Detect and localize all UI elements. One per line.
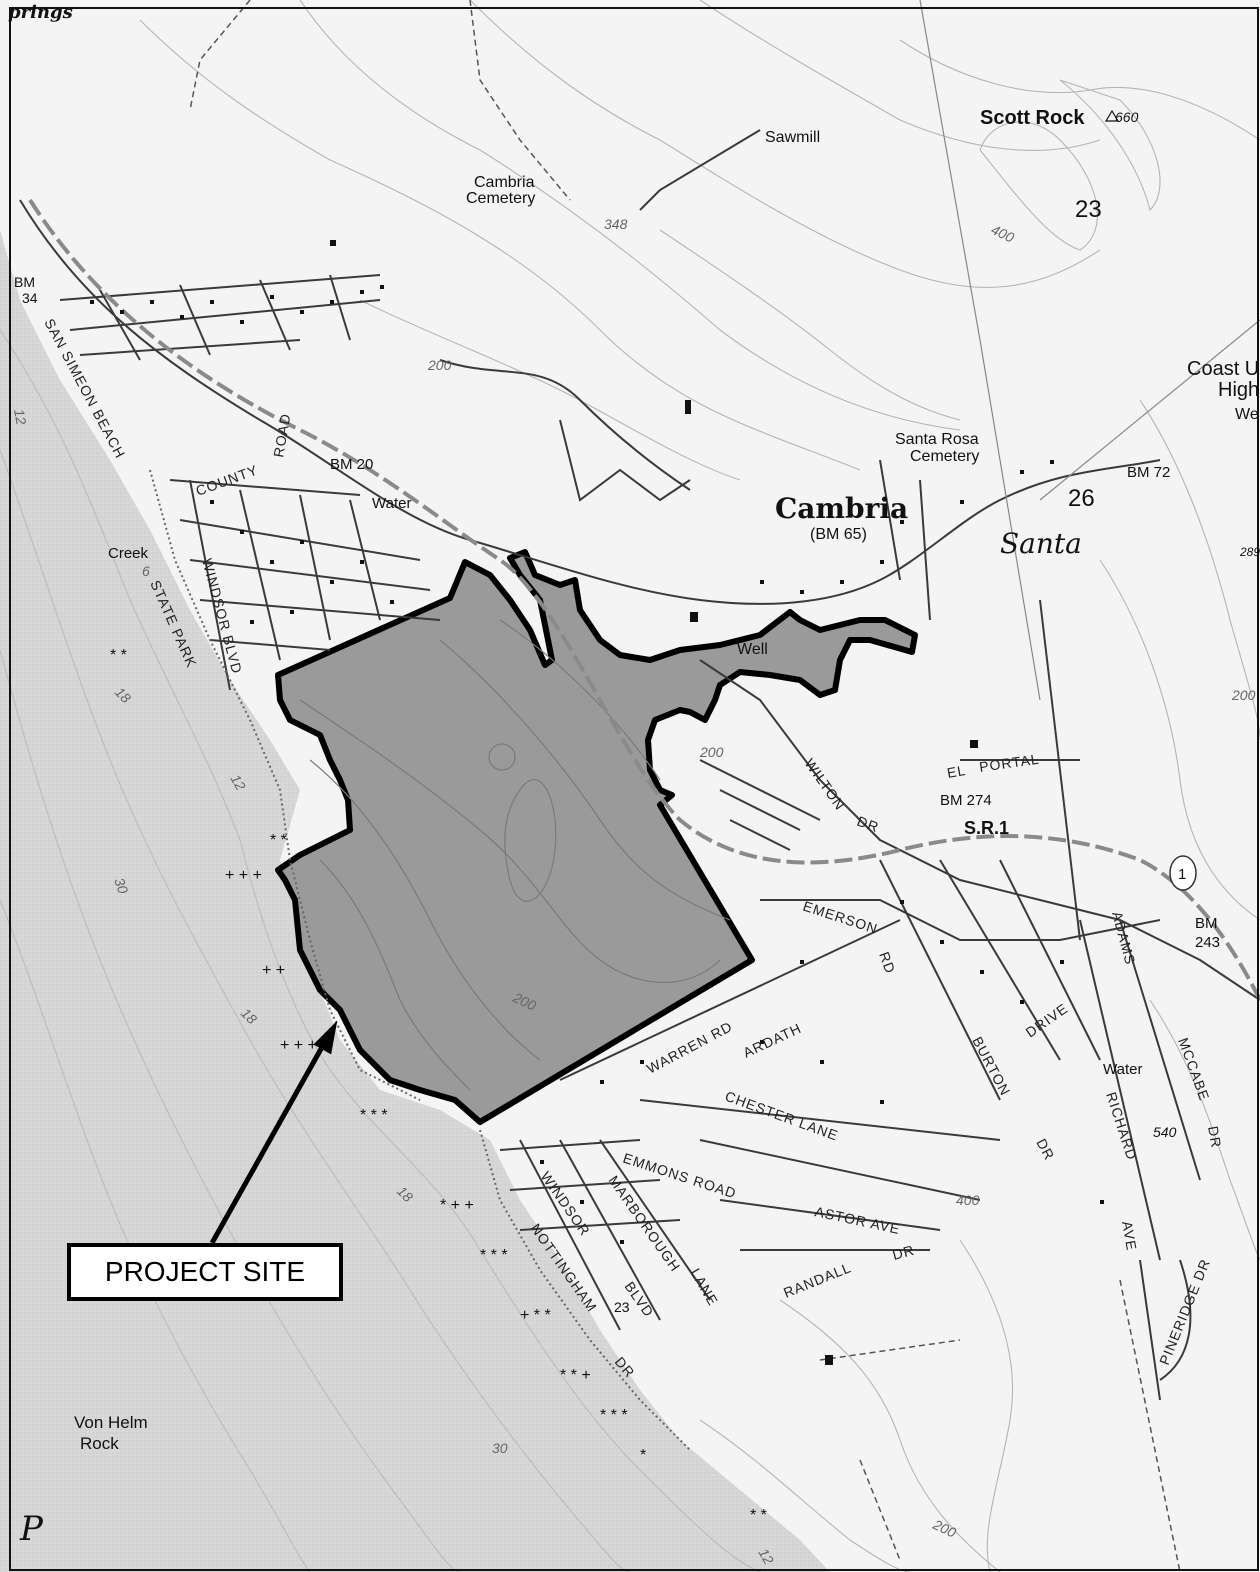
svg-text:* *: * * <box>750 1507 767 1524</box>
section-23-top: 23 <box>1075 196 1102 223</box>
section-26: 26 <box>1068 485 1095 512</box>
sr1-label: S.R.1 <box>964 818 1009 838</box>
santa-rosa-cemetery-label: Santa Rosa <box>895 431 979 448</box>
svg-text:* * +: * * + <box>560 1367 591 1384</box>
svg-text:+ +: + + <box>262 962 285 979</box>
cambria-cemetery-label-2: Cemetery <box>466 190 535 207</box>
project-site-area <box>275 549 918 1125</box>
coast-label-2: High <box>1218 379 1259 401</box>
cambria-bm-label: (BM 65) <box>810 526 867 543</box>
road-label-richard-ave: AVE <box>1119 1220 1140 1252</box>
route-shield: 1 <box>1169 855 1197 891</box>
buildings <box>90 240 1104 1365</box>
road-label-emerson-rd: RD <box>876 950 899 976</box>
ocean-letter: P <box>19 1509 44 1549</box>
shoreline <box>149 469 691 1451</box>
creek-label: Creek <box>108 545 149 562</box>
contour-label-200-right: 200 <box>1231 687 1256 703</box>
contour-label-348: 348 <box>604 216 628 232</box>
bm34-label-a: BM <box>14 274 35 290</box>
contour-label-400-south: 400 <box>956 1192 980 1208</box>
svg-text:* *: * * <box>110 647 127 664</box>
svg-text:* * *: * * * <box>600 1407 628 1424</box>
von-helm-label-2: Rock <box>80 1434 119 1453</box>
svg-text:+ + +: + + + <box>225 867 262 884</box>
spot-elevation-289: 289 <box>1239 545 1260 559</box>
cambria-cemetery-label: Cambria <box>474 174 535 191</box>
svg-text:* *: * * <box>270 832 287 849</box>
von-helm-label: Von Helm <box>74 1413 148 1432</box>
contour-label-200-north: 200 <box>427 357 452 373</box>
bm274-label: BM 274 <box>940 792 992 809</box>
svg-text:*: * <box>640 1447 646 1464</box>
bm72-label: BM 72 <box>1127 464 1170 481</box>
corner-label: prings <box>8 2 73 23</box>
contour-label-12-c: 12 <box>755 1546 777 1568</box>
cambria-label: Cambria <box>775 492 908 525</box>
map-border <box>9 7 1259 1571</box>
route-number: 1 <box>1178 866 1186 883</box>
land-contours <box>139 0 1260 1572</box>
svg-text:* + +: * + + <box>440 1197 474 1214</box>
project-site-arrow <box>209 1020 338 1245</box>
sawmill-label: Sawmill <box>765 129 820 146</box>
section-lines <box>919 0 1260 701</box>
contour-label-200-east: 200 <box>699 744 724 760</box>
contour-label-12-a: 12 <box>11 408 29 426</box>
water-label-south: Water <box>1103 1061 1142 1078</box>
road-label-randall-dr: DR <box>891 1242 917 1263</box>
contour-label-30-b: 30 <box>492 1440 508 1456</box>
project-site-callout: PROJECT SITE <box>67 1243 343 1301</box>
bm243-label-a: BM <box>1195 915 1218 932</box>
spot-elevation-540: 540 <box>1153 1124 1177 1140</box>
scott-rock-label: Scott Rock <box>980 107 1085 129</box>
site-contours <box>299 619 731 1091</box>
bm20-label: BM 20 <box>330 456 373 473</box>
water-label-north: Water <box>372 495 411 512</box>
contour-label-12-b: 12 <box>227 772 249 794</box>
svg-text:* * *: * * * <box>480 1247 508 1264</box>
road-label-el: EL <box>946 762 968 781</box>
road-network <box>19 129 1260 1401</box>
section-23-bottom: 23 <box>614 1299 630 1315</box>
road-label-wilton-dr: DR <box>855 813 881 836</box>
well-label: Well <box>737 641 768 658</box>
project-site-label: PROJECT SITE <box>104 1256 306 1287</box>
road-label-mccabe-dr: DR <box>1205 1125 1225 1150</box>
scott-rock-elevation: 660 <box>1115 109 1139 125</box>
contour-label-30-a: 30 <box>111 876 131 896</box>
road-label-road: ROAD <box>270 412 293 459</box>
ocean-area <box>0 230 830 1572</box>
rock-symbols: * * + + + + + + + + * * * * + + * * * + * * * … <box>110 647 767 1524</box>
santa-label: Santa <box>1000 527 1082 560</box>
bm243-label-b: 243 <box>1195 934 1220 951</box>
svg-text:+ + +: + + + <box>280 1037 317 1054</box>
bm34-label-b: 34 <box>22 290 38 306</box>
contour-label-6: 6 <box>142 563 150 579</box>
highway <box>28 198 1260 1001</box>
trails <box>189 0 1181 1572</box>
svg-text:* * *: * * * <box>360 1107 388 1124</box>
svg-text:+ * *: + * * <box>520 1307 551 1324</box>
triangle-icon <box>1104 109 1120 122</box>
santa-rosa-cemetery-label-2: Cemetery <box>910 448 979 465</box>
coast-label-1: Coast U <box>1187 358 1259 380</box>
coast-label-3: We <box>1235 406 1259 423</box>
